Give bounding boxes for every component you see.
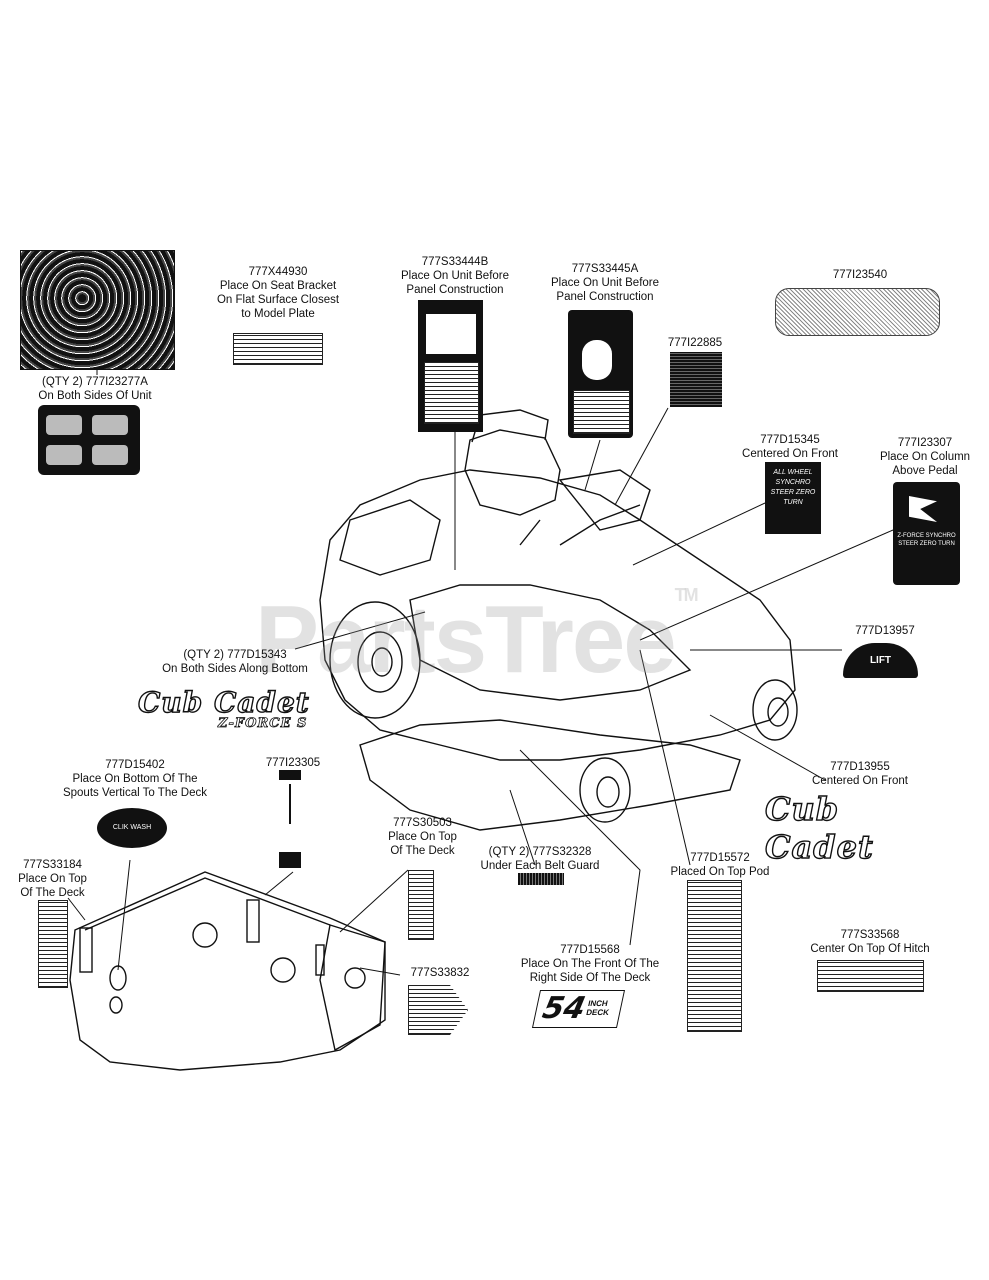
decal-777d15343: Cub Cadet Z-FORCE S: [137, 685, 310, 731]
label-777d15568: 777D15568 Place On The Front Of The Righ…: [520, 944, 660, 984]
decal-777i22885: [670, 352, 722, 407]
deck-outline: [69, 871, 386, 1071]
label-777i23277a: (QTY 2) 777I23277A On Both Sides Of Unit: [38, 376, 152, 402]
label-777d15572: 777D15572 Placed On Top Pod: [670, 852, 770, 878]
watermark: PartsTreeTM: [255, 585, 699, 693]
decal-777s32328: [518, 873, 564, 885]
decal-777s33568: [817, 960, 924, 992]
front-wheel-left: [579, 757, 631, 823]
decal-777d15572: [687, 880, 742, 1032]
label-777s33184: 777S33184 Place On Top Of The Deck: [18, 859, 87, 899]
label-777i23307: 777I23307 Place On Column Above Pedal: [879, 437, 971, 477]
tractor-seat: [464, 429, 561, 516]
decal-777d15345: ALL WHEEL SYNCHRO STEER ZERO TURN: [765, 462, 821, 534]
label-777i22885: 777I22885: [667, 337, 723, 349]
label-777d13957: 777D13957: [855, 625, 915, 637]
label-777d15402: 777D15402 Place On Bottom Of The Spouts …: [62, 759, 208, 799]
label-777s33832: 777S33832: [410, 967, 470, 979]
label-777i23540: 777I23540: [832, 269, 888, 281]
tractor-fender-left: [339, 499, 441, 576]
trademark-mark: TM: [674, 585, 699, 605]
decal-777d15568: 54 INCH DECK: [531, 990, 626, 1028]
decal-777s33184: [38, 900, 68, 988]
label-777s33568: 777S33568 Center On Top Of Hitch: [810, 929, 930, 955]
tractor-body: [319, 469, 796, 761]
decal-777d13955: Cub Cadet: [764, 789, 874, 866]
label-777s33444b: 777S33444B Place On Unit Before Panel Co…: [400, 256, 510, 296]
decal-777x44930-photo: [20, 250, 175, 370]
decal-777i23540: [775, 288, 940, 336]
tractor-deck: [359, 719, 741, 831]
decal-777s33445a: [568, 310, 633, 438]
decal-777i23307: Z-FORCE SYNCHRO STEER ZERO TURN: [893, 482, 960, 585]
decal-777x44930: [233, 333, 323, 365]
decal-777i23277a: [38, 405, 140, 475]
label-777s32328: (QTY 2) 777S32328 Under Each Belt Guard: [480, 846, 600, 872]
label-777d15343: (QTY 2) 777D15343 On Both Sides Along Bo…: [162, 649, 308, 675]
tractor-fender-right: [558, 469, 651, 531]
label-777d13955: 777D13955 Centered On Front: [812, 761, 908, 787]
tractor-panel: [409, 584, 692, 701]
deck-chute: [319, 924, 386, 1052]
label-777s30503: 777S30503 Place On Top Of The Deck: [388, 817, 457, 857]
rear-wheel: [329, 601, 421, 719]
decal-777d13957: LIFT: [843, 643, 918, 678]
decal-777s30503: [408, 870, 434, 940]
decal-777d15402: CLIK WASH: [97, 808, 167, 848]
label-777x44930: 777X44930 Place On Seat Bracket On Flat …: [216, 266, 340, 320]
decal-777s33444b: [418, 300, 483, 432]
label-777d15345: 777D15345 Centered On Front: [742, 434, 838, 460]
flag-icon: [909, 496, 937, 522]
decal-777i23305: [275, 770, 305, 870]
front-wheel-right: [752, 679, 798, 741]
label-777i23305: 777I23305: [265, 757, 321, 769]
label-777s33445a: 777S33445A Place On Unit Before Panel Co…: [550, 263, 660, 303]
